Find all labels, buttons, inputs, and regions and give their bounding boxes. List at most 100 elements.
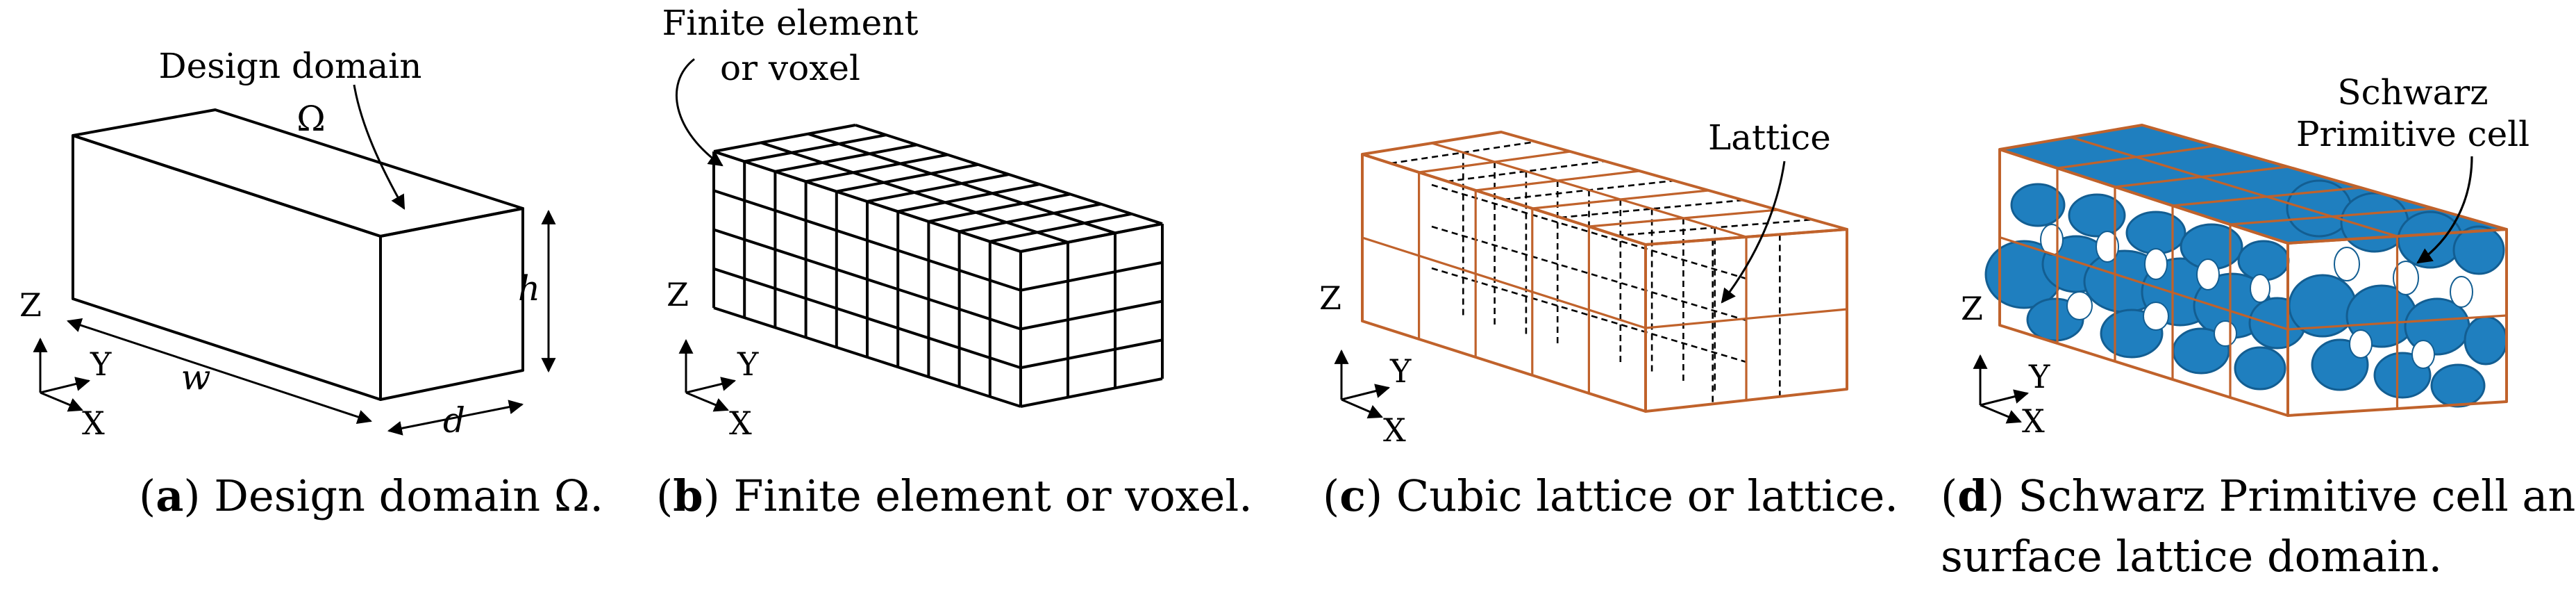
surface-pore xyxy=(2411,340,2435,369)
caption-a: (a) Design domain Ω. xyxy=(139,470,603,521)
voxel-grid-line xyxy=(897,183,1040,213)
axis-x-label: X xyxy=(2022,402,2045,440)
caption-d-line2: surface lattice domain. xyxy=(1941,531,2442,582)
annotation-omega: Ω xyxy=(296,99,325,139)
voxel-grid-line xyxy=(744,133,887,163)
surface-lobe xyxy=(2234,346,2286,391)
axis-y-label: Y xyxy=(1389,352,1412,390)
surface-pore xyxy=(2250,274,2270,303)
axis-z-label: Z xyxy=(1961,290,1983,327)
lattice-side-outline xyxy=(2286,228,2508,417)
lattice-edge xyxy=(1362,236,1646,329)
panel-c: Lattice Z Y X (c) Cubic lattice or latti… xyxy=(1319,117,1898,521)
caption-d-text: Schwarz Primitive cell and xyxy=(2018,470,2576,521)
caption-b: (b) Finite element or voxel. xyxy=(656,470,1253,521)
surface-pore xyxy=(2393,261,2419,295)
axis-triad-b: Z Y X xyxy=(667,276,759,442)
dimension-w-label: w xyxy=(181,357,211,397)
caption-c: (c) Cubic lattice or lattice. xyxy=(1323,470,1898,521)
surface-lobe xyxy=(2452,225,2505,275)
hidden-lattice-line xyxy=(1431,267,1747,363)
annotation-arrow-d xyxy=(2416,156,2473,264)
voxel-grid-line xyxy=(855,124,1163,225)
voxel-grid-line xyxy=(867,173,1010,203)
lattice-edge xyxy=(1999,236,2289,331)
voxel-grid-line xyxy=(959,202,1101,233)
voxel-grid-line xyxy=(836,163,979,193)
annotation-or-voxel: or voxel xyxy=(720,48,860,88)
annotation-lattice: Lattice xyxy=(1708,117,1831,158)
surface-lobe xyxy=(2068,193,2126,238)
voxel-grid-line xyxy=(808,132,1116,235)
caption-b-letter: b xyxy=(673,470,703,521)
voxel-grid-line xyxy=(713,267,1021,370)
hidden-lattice-line xyxy=(1431,225,1747,322)
lattice-edge xyxy=(1431,142,1747,238)
lattice-edge xyxy=(2071,136,2398,238)
voxel-grid-line xyxy=(805,153,948,183)
axis-z-label: Z xyxy=(667,276,689,313)
voxel-grid-line xyxy=(775,143,917,173)
caption-b-text: Finite element or voxel. xyxy=(733,470,1252,521)
surface-lobe xyxy=(2397,211,2464,269)
surface-pore xyxy=(2144,248,2168,280)
dimension-h: h xyxy=(518,209,556,373)
voxel-grid-line xyxy=(713,124,856,153)
surface-pore xyxy=(2334,247,2360,281)
dimension-w: w xyxy=(67,318,372,425)
surface-pore xyxy=(2196,259,2220,290)
caption-a-text: Design domain Ω. xyxy=(214,470,603,521)
voxel-grid-line xyxy=(713,150,1021,253)
surface-pore xyxy=(2349,329,2373,359)
caption-d-letter: d xyxy=(1957,470,1987,521)
voxel-grid-line xyxy=(1020,300,1163,331)
annotation-design-domain: Design domain xyxy=(159,46,422,86)
dimension-h-label: h xyxy=(518,268,540,309)
annotation-schwarz: Schwarz xyxy=(2337,72,2488,113)
dimension-d-label: d xyxy=(443,400,465,441)
cubic-lattice xyxy=(1361,131,1848,413)
caption-c-text: Cubic lattice or lattice. xyxy=(1396,470,1898,521)
schwarz-domain xyxy=(1984,124,2508,417)
voxel-grid-line xyxy=(1020,338,1163,370)
surface-pore xyxy=(2096,231,2119,263)
axis-x-label: X xyxy=(82,404,105,442)
axis-x-label: X xyxy=(729,404,752,442)
axis-x-label: X xyxy=(1383,411,1406,449)
surface-lobe xyxy=(2010,183,2066,227)
voxel-grid-line xyxy=(713,189,1021,292)
hidden-lattice-line xyxy=(1447,160,1605,183)
annotation-arrow xyxy=(353,84,405,210)
voxel-grid-line xyxy=(713,228,1021,331)
panel-d: Schwarz Primitive cell Z Y X (d) Schwarz… xyxy=(1941,72,2576,582)
lattice-side-outline xyxy=(1644,228,1848,413)
surface-lobe xyxy=(2237,240,2290,281)
annotation-finite-element: Finite element xyxy=(662,3,919,43)
surface-pore xyxy=(2450,276,2473,308)
caption-d-line1: (d) Schwarz Primitive cell and xyxy=(1941,470,2576,521)
axis-triad-c: Z Y X xyxy=(1319,279,1412,449)
axis-y-label: Y xyxy=(737,345,759,383)
annotation-primitive-cell: Primitive cell xyxy=(2296,114,2529,154)
annotation-arrow-c xyxy=(1721,161,1786,304)
axis-z-label: Z xyxy=(19,286,42,324)
annotation-arrow-b xyxy=(675,58,724,167)
surface-pore xyxy=(2143,302,2169,331)
axis-triad-a: Z Y X xyxy=(19,286,112,442)
panel-b: Finite element or voxel Z Y X (b) Finite… xyxy=(656,3,1253,521)
voxel-grid-line xyxy=(989,212,1132,243)
axis-triad-d: Z Y X xyxy=(1961,290,2050,440)
voxel-grid-line xyxy=(928,192,1071,223)
surface-pore xyxy=(2066,291,2093,320)
surface-pore xyxy=(2214,320,2237,347)
surface-lobe xyxy=(2125,211,2186,255)
voxel-grid-line xyxy=(713,306,1021,408)
voxel-grid xyxy=(712,124,1164,408)
voxel-grid-line xyxy=(1020,222,1163,253)
caption-c-letter: c xyxy=(1339,470,1366,521)
design-domain-box xyxy=(72,108,524,401)
voxel-grid-line xyxy=(760,141,1069,244)
axis-y-label: Y xyxy=(2028,358,2050,395)
voxel-grid-line xyxy=(1020,261,1163,292)
